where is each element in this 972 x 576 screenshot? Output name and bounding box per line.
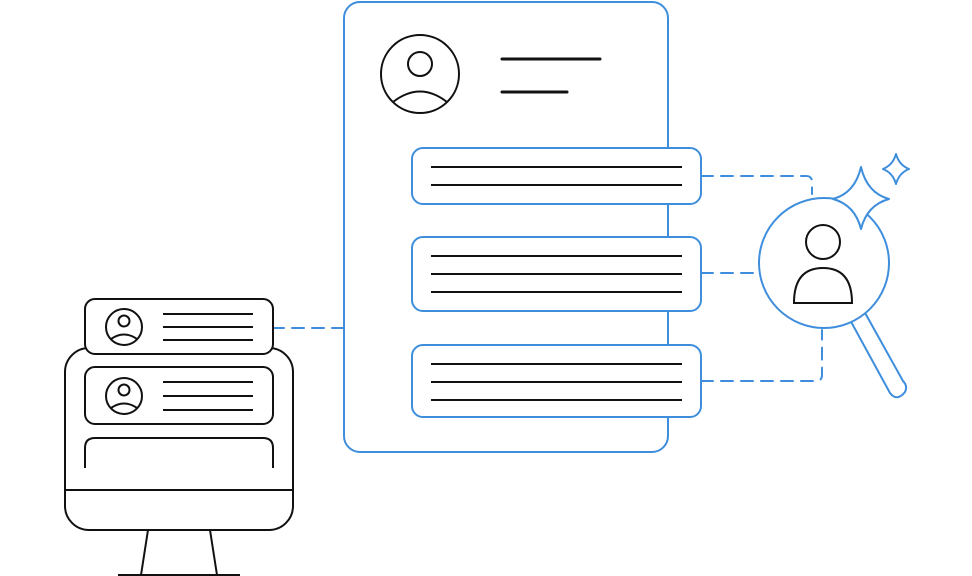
document-section-1 xyxy=(411,147,702,205)
magnifier-user-icon xyxy=(758,197,908,399)
profile-document xyxy=(343,1,702,453)
user-circle-icon xyxy=(380,34,460,114)
sparkle-small xyxy=(882,153,910,185)
user-circle-icon xyxy=(105,308,143,346)
document-section-2 xyxy=(411,236,702,312)
magnifier-lens xyxy=(758,197,890,329)
document-section-3 xyxy=(411,344,702,418)
sparkle-icon xyxy=(832,153,910,230)
connector-section-1-to-search xyxy=(700,175,813,195)
document-page xyxy=(343,1,669,453)
magnifier-handle xyxy=(848,310,908,399)
connector-section-3-to-search xyxy=(700,329,823,382)
desktop-monitor-icon xyxy=(64,298,294,576)
monitor-card-2 xyxy=(84,366,274,425)
dashed-connectors xyxy=(271,175,823,382)
monitor-empty-card xyxy=(84,437,274,468)
user-silhouette-icon xyxy=(792,224,854,304)
monitor-stand xyxy=(140,529,218,576)
user-circle-icon xyxy=(105,377,143,415)
sparkle-large xyxy=(832,166,890,230)
monitor-card-1 xyxy=(84,298,274,355)
